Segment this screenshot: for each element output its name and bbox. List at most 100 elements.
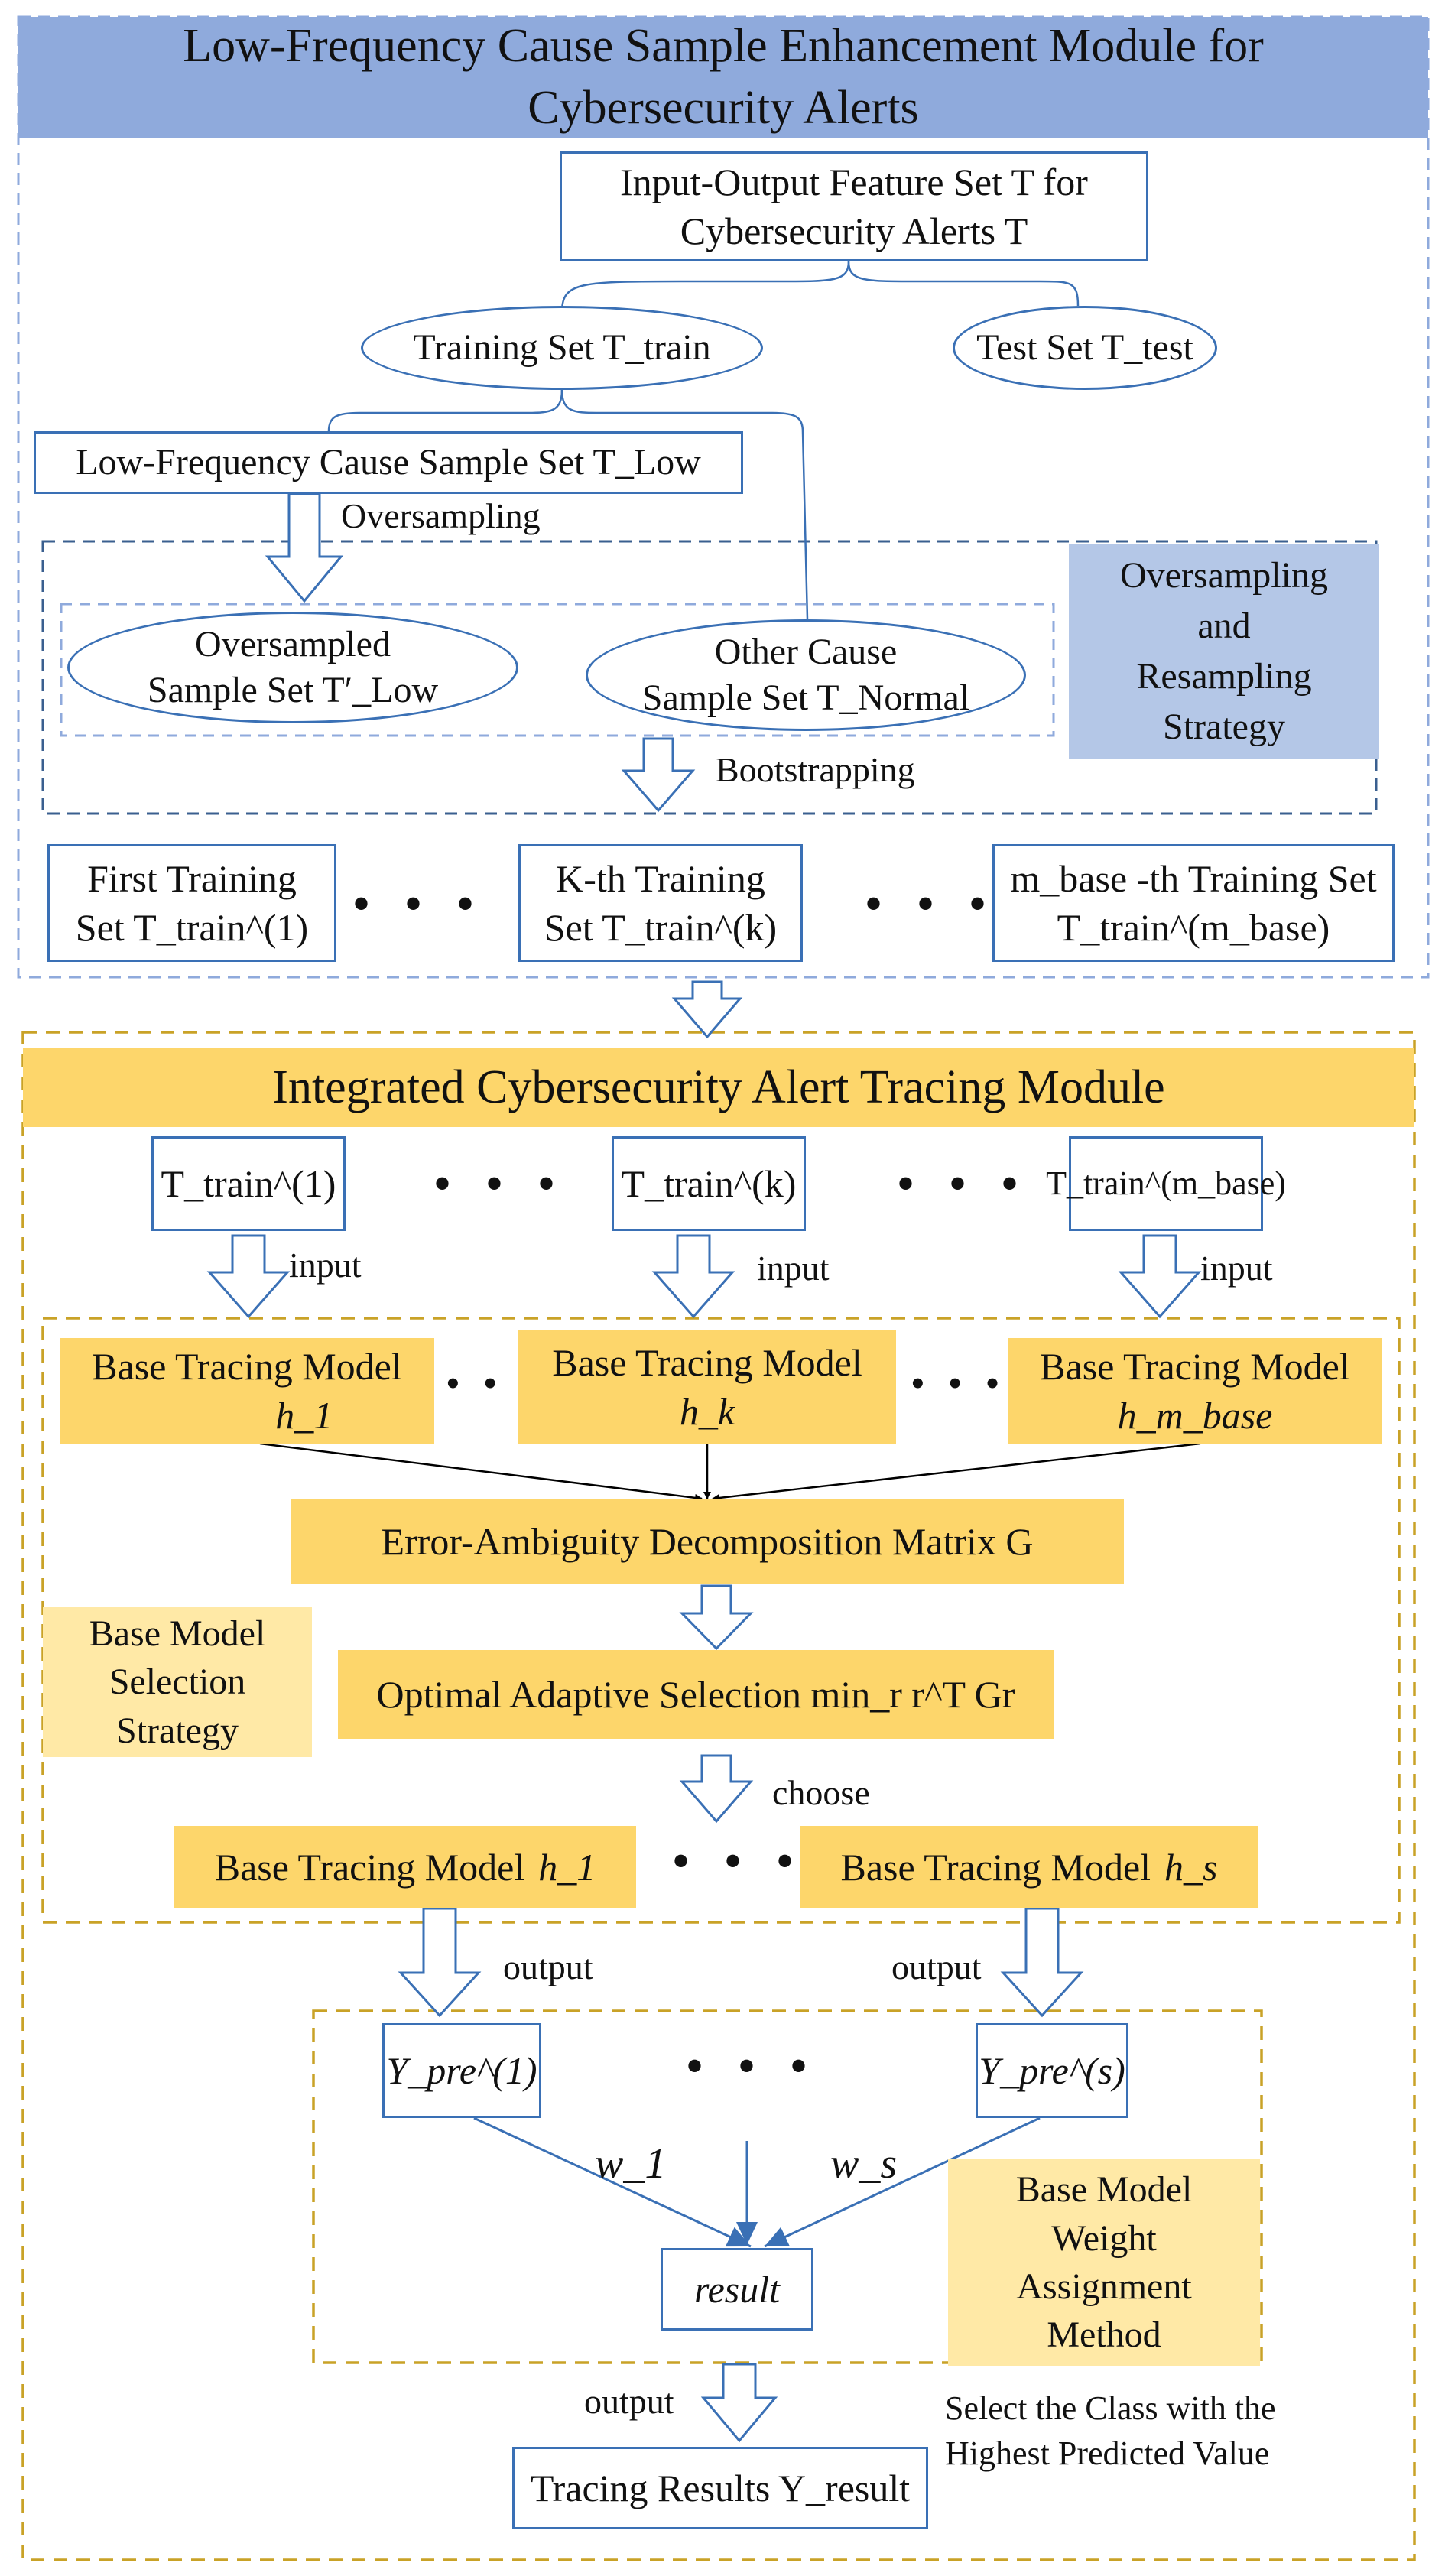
input-label-k: input [757, 1249, 830, 1288]
kth-training-set-box: K-th Training Set T_train^(k) [518, 844, 803, 962]
training-set-label: Training Set T_train [413, 327, 711, 368]
choose-label: choose [772, 1773, 870, 1812]
base-model-1-label: Base Tracing Model [92, 1345, 402, 1388]
selected-model-1: Base Tracing Model h_1 [174, 1826, 636, 1908]
other-cause-line-1: Other Cause [714, 632, 898, 672]
optimal-adaptive-label: Optimal Adaptive Selection min_r r^T Gr [376, 1673, 1015, 1716]
mbase-training-set-box: m_base -th Training Set T_train^(m_base) [992, 844, 1395, 962]
input-train-1-label: T_train^(1) [161, 1162, 336, 1205]
ellipsis-2: • • • [865, 879, 999, 929]
ellipsis-7: • • • [673, 1836, 806, 1886]
edge-h1-to-matrix [259, 1442, 703, 1502]
tracing-results-box: Tracing Results Y_result [512, 2447, 928, 2529]
connector-train-split [327, 389, 563, 432]
arrow-bootstrapping [621, 737, 696, 813]
arrow-output-1 [398, 1907, 482, 2018]
prediction-s-label: Y_pre^(s) [979, 2049, 1125, 2092]
first-training-set-box: First Training Set T_train^(1) [47, 844, 336, 962]
selected-model-1-sym: h_1 [538, 1846, 596, 1889]
selected-model-1-label: Base Tracing Model [214, 1846, 525, 1889]
selected-model-s-sym: h_s [1164, 1846, 1218, 1889]
prediction-s-box: Y_pre^(s) [976, 2023, 1128, 2118]
select-class-note: Select the Class with the Highest Predic… [945, 2386, 1276, 2477]
weight-method-line-2: Weight [1051, 2217, 1157, 2259]
ellipsis-4: • • • [898, 1158, 1031, 1209]
connector-input-to-test [847, 261, 1080, 307]
kth-training-line-1: K-th Training [556, 857, 765, 900]
oversampling-label: Oversampling [341, 496, 541, 535]
mbase-training-line-1: m_base -th Training Set [1010, 857, 1377, 900]
input-feature-line-2: Cybersecurity Alerts T [680, 210, 1028, 252]
weight-s-label: w_s [830, 2140, 898, 2188]
error-ambiguity-matrix: Error-Ambiguity Decomposition Matrix G [291, 1499, 1124, 1584]
prediction-1-label: Y_pre^(1) [386, 2049, 537, 2092]
weight-method-line-4: Method [1047, 2315, 1161, 2356]
base-model-k-label: Base Tracing Model [552, 1341, 862, 1384]
base-model-k-sym: h_k [679, 1390, 735, 1433]
selection-strategy-line-1: Base Model [89, 1613, 266, 1654]
selected-model-s: Base Tracing Model h_s [800, 1826, 1258, 1908]
arrow-oversampling [265, 492, 344, 603]
oversampled-line-2: Sample Set T′_Low [147, 670, 439, 710]
input-feature-set-box: Input-Output Feature Set T for Cybersecu… [560, 151, 1148, 261]
base-model-m: Base Tracing Model h_m_base [1008, 1338, 1382, 1444]
weight-method-line-3: Assignment [1016, 2266, 1192, 2307]
base-model-m-sym: h_m_base [1117, 1394, 1273, 1437]
optimal-adaptive-selection: Optimal Adaptive Selection min_r r^T Gr [338, 1650, 1054, 1739]
input-train-m-box: T_train^(m_base) [1046, 1136, 1286, 1231]
arrow-choose [679, 1754, 754, 1824]
base-model-1-sym: h_1 [275, 1394, 333, 1437]
test-set-node: Test Set T_test [953, 306, 1217, 390]
strategy-line-1: Oversampling [1120, 554, 1328, 596]
input-train-1-box: T_train^(1) [151, 1136, 346, 1231]
first-training-line-1: First Training [87, 857, 297, 900]
test-set-label: Test Set T_test [976, 327, 1193, 368]
weight-assignment-label: Base Model Weight Assignment Method [948, 2159, 1260, 2366]
output-label-1: output [503, 1947, 593, 1986]
input-train-k-label: T_train^(k) [621, 1162, 797, 1205]
module2-title-text: Integrated Cybersecurity Alert Tracing M… [272, 1061, 1165, 1113]
connector-input-to-split [560, 261, 850, 313]
selected-model-s-label: Base Tracing Model [840, 1846, 1151, 1889]
oversampled-set-node: Oversampled Sample Set T′_Low [67, 612, 518, 723]
input-label-1: input [289, 1246, 362, 1285]
connector-train-to-other [560, 389, 809, 620]
ellipsis-8: • • • [687, 2041, 820, 2091]
weight-1-label: w_1 [595, 2140, 667, 2188]
arrow-input-m [1118, 1234, 1202, 1319]
arrow-input-k [651, 1234, 735, 1319]
base-model-k: Base Tracing Model h_k [518, 1330, 896, 1444]
final-output-label: output [584, 2382, 674, 2421]
first-training-line-2: Set T_train^(1) [75, 906, 309, 949]
ellipsis-6: • • • [911, 1363, 1007, 1404]
kth-training-line-2: Set T_train^(k) [544, 906, 778, 949]
arrow-final-output [700, 2363, 778, 2443]
prediction-1-box: Y_pre^(1) [382, 2023, 541, 2118]
low-frequency-set-box: Low-Frequency Cause Sample Set T_Low [34, 431, 743, 494]
base-model-m-label: Base Tracing Model [1040, 1345, 1350, 1388]
low-frequency-set-label: Low-Frequency Cause Sample Set T_Low [76, 442, 701, 483]
selection-strategy-label: Base Model Selection Strategy [43, 1607, 312, 1757]
input-label-m: input [1200, 1249, 1273, 1288]
arrow-output-s [1000, 1907, 1084, 2018]
arrow-input-1 [206, 1234, 291, 1319]
module1-title: Low-Frequency Cause Sample Enhancement M… [18, 17, 1428, 138]
ellipsis-1: • • • [353, 879, 486, 929]
ellipsis-3: • • • [434, 1158, 567, 1209]
oversampled-line-1: Oversampled [195, 624, 391, 664]
other-cause-set-node: Other Cause Sample Set T_Normal [586, 619, 1026, 731]
training-set-node: Training Set T_train [361, 306, 763, 390]
select-class-line-2: Highest Predicted Value [945, 2435, 1270, 2473]
module2-title: Integrated Cybersecurity Alert Tracing M… [23, 1048, 1414, 1127]
result-box: result [661, 2248, 813, 2331]
selection-strategy-line-3: Strategy [116, 1710, 239, 1751]
select-class-line-1: Select the Class with the [945, 2389, 1276, 2427]
error-ambiguity-label: Error-Ambiguity Decomposition Matrix G [381, 1520, 1034, 1563]
strategy-line-3: Resampling [1136, 656, 1312, 697]
base-model-1: Base Tracing Model h_1 [60, 1338, 434, 1444]
module1-title-text: Low-Frequency Cause Sample Enhancement M… [183, 20, 1264, 134]
arrow-module-transition [671, 980, 743, 1039]
mbase-training-line-2: T_train^(m_base) [1057, 906, 1330, 949]
input-feature-line-1: Input-Output Feature Set T for [620, 161, 1088, 203]
